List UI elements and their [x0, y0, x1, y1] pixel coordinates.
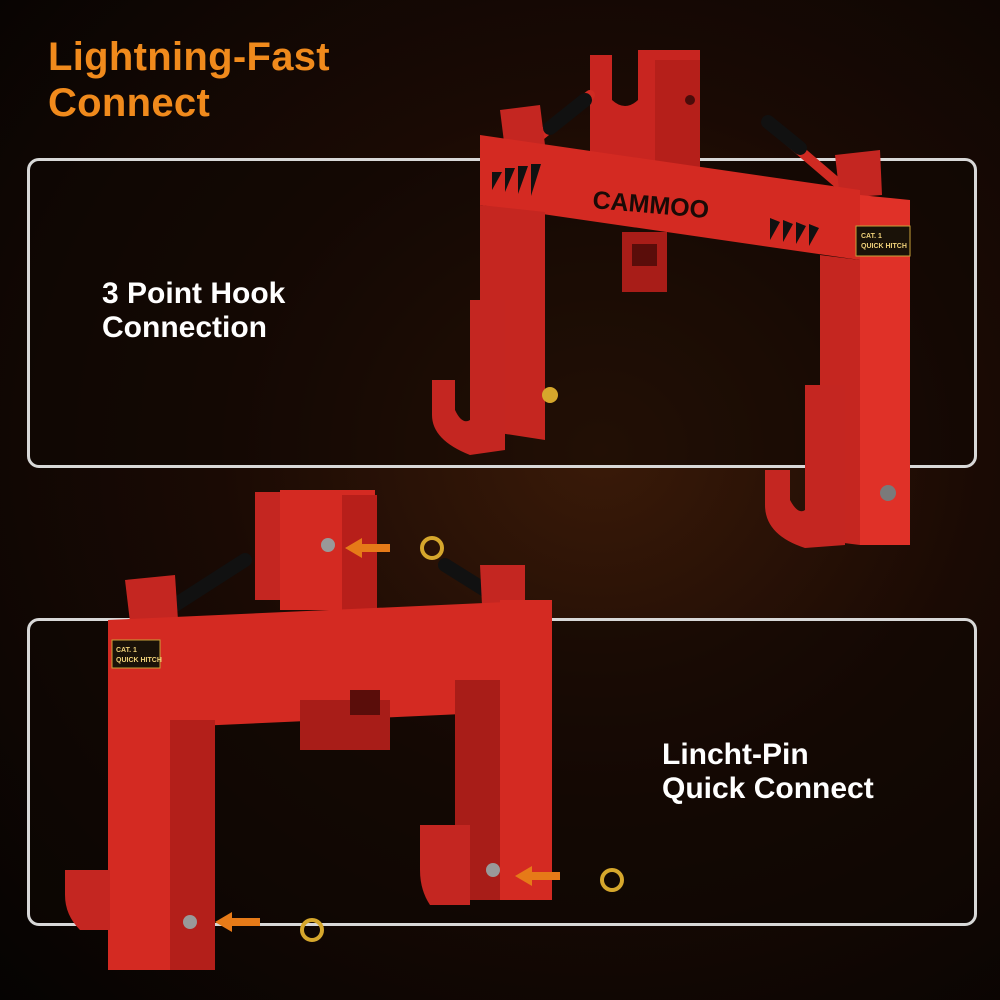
feature-label-line-1: 3 Point Hook: [102, 277, 286, 310]
cat-plate: [855, 225, 911, 257]
handle-grip-right: [438, 558, 492, 597]
plate-text-line-2: QUICK HITCH: [116, 657, 162, 664]
headline-line-2: Connect: [48, 81, 211, 125]
linch-pin-icon: [600, 868, 624, 892]
left-lower-hook: [65, 870, 110, 930]
arrow-icon: [345, 538, 362, 558]
linch-pin-icon: [300, 918, 324, 942]
handle-grip-left: [168, 553, 252, 612]
right-lower-hook: [420, 825, 470, 905]
right-lower-hook: [765, 385, 845, 548]
feature-label-line-2: Connection: [102, 311, 267, 344]
feature-label-linch-pin: Lincht-Pin Quick Connect: [662, 738, 874, 806]
frame-right-leg: [500, 600, 552, 900]
frame-top-beam: [108, 600, 552, 730]
headline-line-1: Lightning-Fast: [48, 35, 330, 79]
plate-text-line-1: CAT. 1: [861, 233, 882, 240]
handle-grip-left: [543, 93, 592, 135]
feature-label-hook-connection: 3 Point Hook Connection: [102, 277, 285, 345]
frame-top-beam: [480, 135, 860, 260]
plate-text-line-2: QUICK HITCH: [861, 243, 907, 250]
linch-pin-top: [542, 387, 558, 403]
cat-plate: [111, 639, 161, 669]
handle-grip-right: [761, 115, 807, 155]
feature-label-line-2: Quick Connect: [662, 772, 874, 805]
linch-pin-icon: [420, 536, 444, 560]
arrow-icon: [215, 912, 232, 932]
feature-label-line-1: Lincht-Pin: [662, 738, 809, 771]
left-lower-hook: [432, 300, 505, 455]
arrow-icon: [515, 866, 532, 886]
headline: Lightning-Fast Connect: [48, 34, 330, 126]
plate-text-line-1: CAT. 1: [116, 647, 137, 654]
